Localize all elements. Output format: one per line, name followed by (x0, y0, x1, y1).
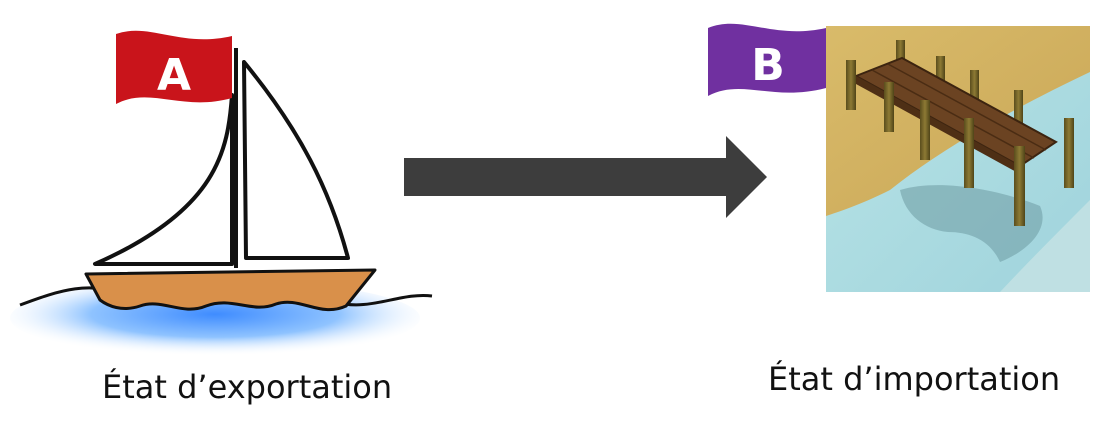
flag-a: A (116, 30, 232, 105)
flag-b: B (708, 23, 826, 96)
flag-b-shape (708, 23, 826, 96)
sailboat-icon (10, 48, 433, 356)
export-state-caption: État d’exportation (102, 368, 393, 406)
boat-sail-left (93, 93, 234, 266)
boat-hull (84, 268, 377, 312)
flag-a-shape (116, 30, 232, 105)
dock-pier-icon (826, 26, 1090, 292)
boat-sail-right (242, 60, 350, 260)
right-arrow-icon (404, 136, 767, 218)
flag-a-letter: A (157, 50, 191, 101)
dock-shadow (900, 185, 1043, 262)
import-state-caption: État d’importation (768, 360, 1061, 398)
flag-b-letter: B (751, 40, 785, 91)
